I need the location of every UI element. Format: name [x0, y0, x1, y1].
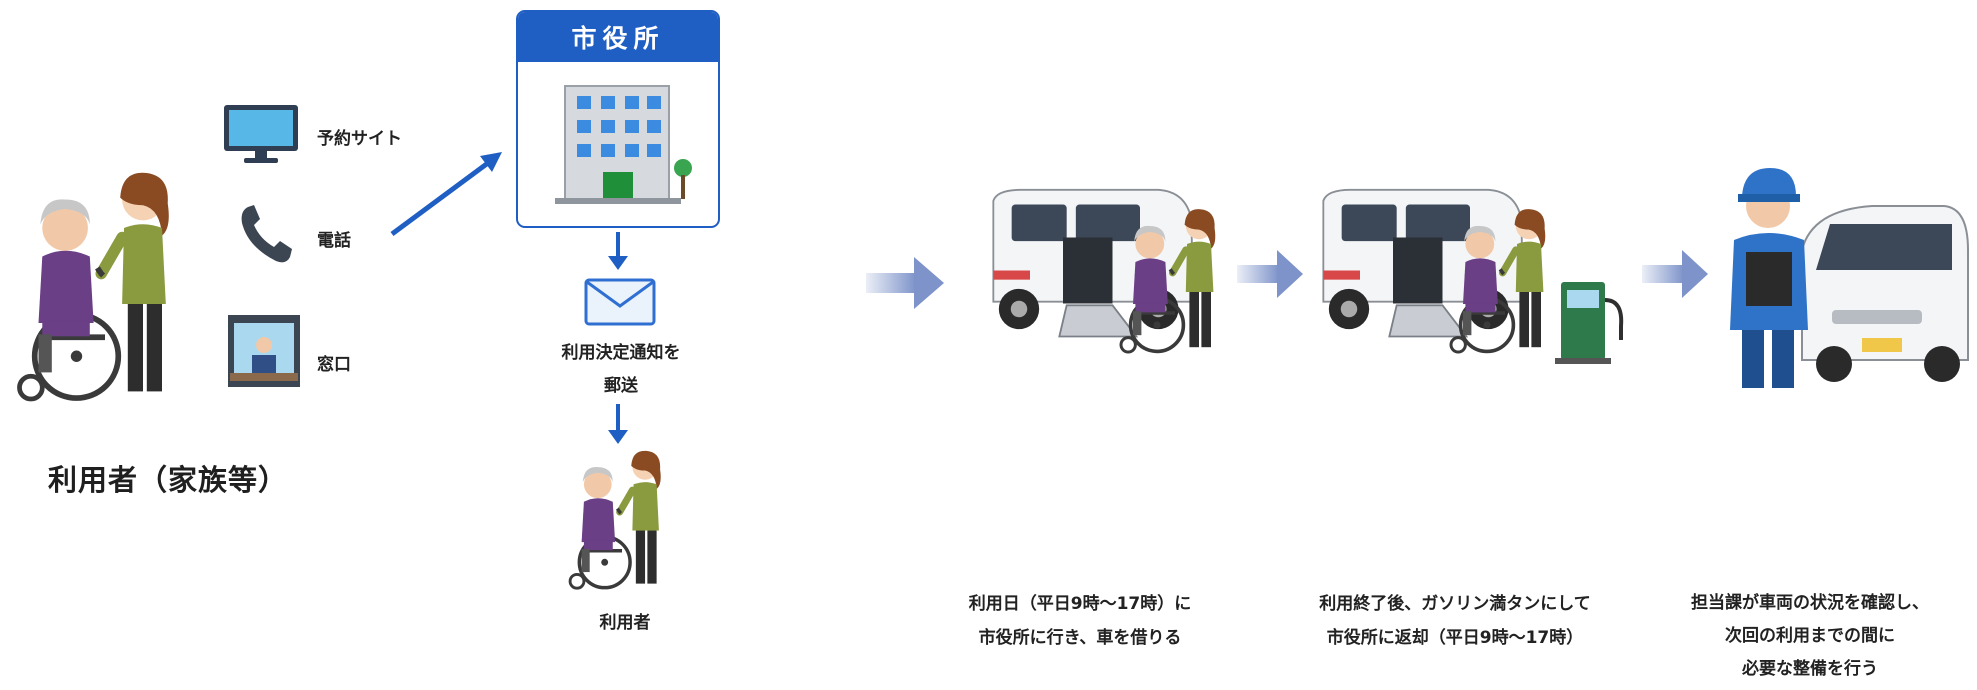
- step1-van-illustration: [975, 180, 1235, 384]
- step2-caption: 利用終了後、ガソリン満タンにして 市役所に返却（平日9時～17時）: [1265, 587, 1645, 655]
- step3-mechanic-illustration: [1712, 160, 1972, 404]
- channel-label-phone: 電話: [317, 231, 351, 251]
- flow-arrow-3: [1642, 250, 1708, 298]
- fuel-pump-icon: [1555, 282, 1624, 364]
- arrow-down-2: [608, 404, 628, 444]
- step1-caption-line1: 利用日（平日9時～17時）に: [968, 594, 1192, 614]
- step1-caption-line2: 市役所に行き、車を借りる: [978, 628, 1182, 648]
- flow-arrow-1: [866, 257, 944, 309]
- channel-label-website: 予約サイト: [317, 129, 402, 149]
- step3-caption: 担当課が車両の状況を確認し、 次回の利用までの間に 必要な整備を行う: [1650, 587, 1970, 686]
- step3-caption-line2: 次回の利用までの間に: [1725, 626, 1895, 646]
- envelope-icon: [584, 278, 656, 330]
- city-hall-title: 市役所: [518, 12, 718, 62]
- step3-caption-line3: 必要な整備を行う: [1742, 659, 1878, 679]
- step2-caption-line2: 市役所に返却（平日9時～17時）: [1326, 628, 1584, 648]
- recipient-label: 利用者: [599, 613, 651, 633]
- recipient-illustration: [552, 444, 692, 594]
- step1-caption: 利用日（平日9時～17時）に 市役所に行き、車を借りる: [900, 587, 1260, 655]
- channel-label-counter: 窓口: [317, 355, 351, 375]
- step2-caption-line1: 利用終了後、ガソリン満タンにして: [1319, 594, 1591, 614]
- arrow-down-1: [608, 232, 628, 270]
- step3-caption-line1: 担当課が車両の状況を確認し、: [1691, 593, 1929, 613]
- flow-arrow-2: [1237, 250, 1303, 298]
- monitor-icon: [222, 103, 300, 169]
- user-family-illustration: [10, 145, 200, 425]
- notification-line2: 郵送: [604, 376, 638, 396]
- phone-icon: [238, 203, 294, 269]
- city-hall-card: 市役所: [516, 10, 720, 228]
- user-family-title: 利用者（家族等）: [48, 463, 289, 497]
- step2-van-illustration: [1305, 180, 1625, 384]
- building-icon: [518, 62, 718, 208]
- notification-line1: 利用決定通知を: [561, 343, 681, 363]
- counter-window-icon: [226, 313, 302, 393]
- arrow-to-city-hall: [390, 152, 502, 237]
